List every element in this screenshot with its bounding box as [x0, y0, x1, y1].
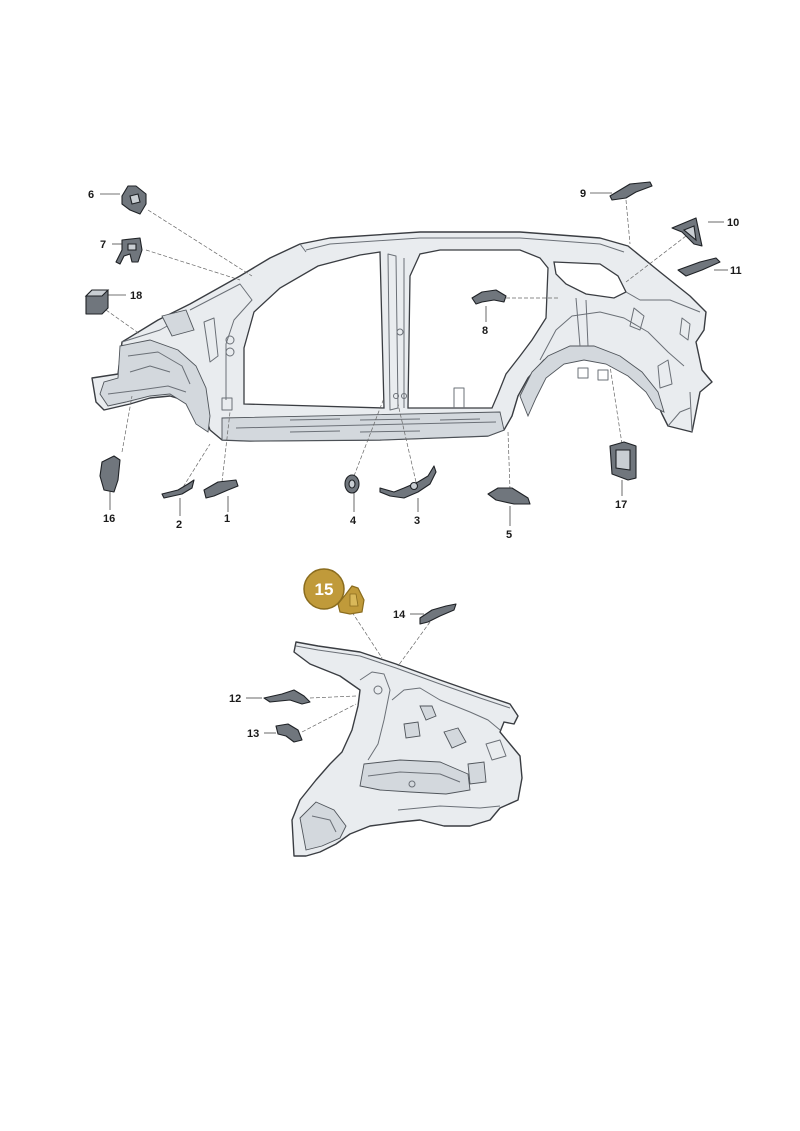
callout-9: 9	[580, 188, 586, 200]
callout-1: 1	[224, 513, 230, 525]
callout-7: 7	[100, 239, 106, 251]
part-8-bracket	[471, 289, 507, 305]
callout-16: 16	[103, 513, 115, 525]
callout-10: 10	[727, 217, 739, 229]
callout-18: 18	[130, 290, 142, 302]
callout-4: 4	[350, 515, 357, 527]
part-14-bracket	[419, 603, 457, 625]
callout-2: 2	[176, 519, 182, 531]
part-11-bracket	[677, 257, 721, 277]
callout-11: 11	[730, 265, 742, 277]
callout-labels-detail: 15 14 12 13	[229, 568, 406, 740]
callout-8: 8	[482, 325, 488, 337]
callout-13: 13	[247, 728, 259, 740]
callout-14: 14	[393, 609, 406, 621]
part-3-bracket	[379, 465, 437, 499]
part-12-bracket	[263, 689, 311, 705]
parts-detail	[263, 585, 457, 743]
part-5-bracket	[487, 487, 531, 505]
callout-15-badge	[303, 568, 345, 610]
callout-3: 3	[414, 515, 420, 527]
part-16-panel	[99, 455, 121, 493]
callout-labels-main: 6 7 18 9 10 11 8 16 2 1 4 3 5 17	[88, 188, 742, 541]
leader-lines-main	[100, 192, 728, 526]
part-13-bracket	[275, 723, 303, 743]
parts-main	[84, 181, 721, 505]
part-7-bracket	[115, 237, 143, 265]
part-2-bracket	[161, 479, 195, 499]
part-9-bracket	[609, 181, 653, 201]
callout-5: 5	[506, 529, 512, 541]
callout-15: 15	[315, 580, 334, 599]
rear-quarter-assembly	[291, 641, 523, 857]
callout-6: 6	[88, 189, 94, 201]
callout-12: 12	[229, 693, 241, 705]
side-panel-assembly	[91, 231, 713, 442]
part-1-bracket	[203, 479, 239, 499]
leader-lines-detail	[246, 611, 431, 734]
callout-17: 17	[615, 499, 627, 511]
